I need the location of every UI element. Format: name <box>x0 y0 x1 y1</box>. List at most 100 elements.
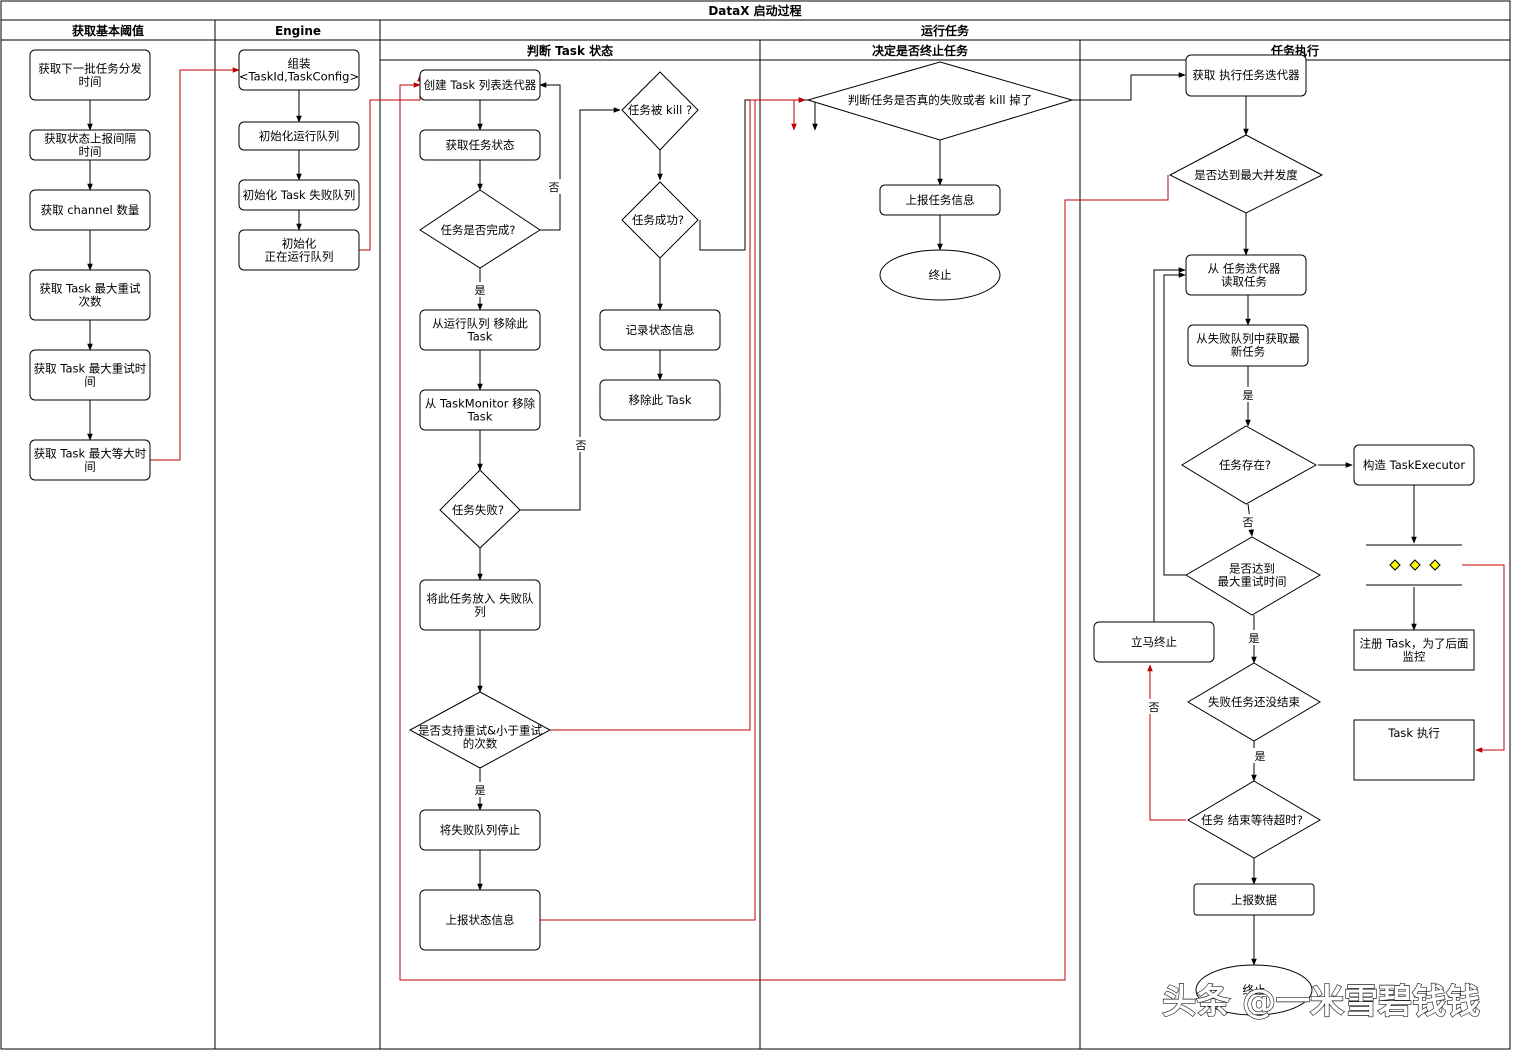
node-t5-label: 获取 Task 最大重试时间 <box>34 361 147 388</box>
connectors <box>87 72 1417 966</box>
node-x12-label: 任务 结束等待超时? <box>1201 813 1303 827</box>
lane-decide-title: 决定是否终止任务 <box>872 43 969 58</box>
lane-threshold-title: 获取基本阈值 <box>71 23 144 38</box>
node-j3-label: 任务是否完成? <box>440 223 515 237</box>
label-no-timeout: 否 <box>1149 701 1160 714</box>
node-e2-label: 初始化运行队列 <box>259 129 340 143</box>
label-yes-retry: 是 <box>475 784 486 797</box>
node-j9-label: 将失败队列停止 <box>440 823 521 837</box>
node-x5 <box>1181 425 1318 505</box>
node-x10-label: 失败任务还没结束 <box>1208 695 1300 709</box>
node-x10 <box>1187 662 1321 742</box>
node-x7 <box>1185 536 1322 616</box>
label-no-failed: 否 <box>576 439 587 452</box>
node-x14 <box>1195 964 1313 1016</box>
node-e3 <box>238 179 360 211</box>
label-no-exists: 否 <box>1243 516 1254 529</box>
node-j3 <box>419 189 541 269</box>
node-j2 <box>419 129 541 161</box>
node-t6-label: 获取 Task 最大等大时间 <box>34 446 147 473</box>
node-j10 <box>419 889 541 951</box>
label-yes-complete: 是 <box>475 284 486 297</box>
node-x14-label: 终止 <box>1243 983 1266 997</box>
node-d3 <box>879 249 1001 301</box>
node-e3-label: 初始化 Task 失败队列 <box>243 188 356 202</box>
node-x8 <box>1353 629 1475 671</box>
node-x4 <box>1187 324 1309 367</box>
node-x5-label: 任务存在? <box>1219 458 1271 472</box>
node-x6 <box>1353 444 1475 486</box>
node-x2-label: 是否达到最大并发度 <box>1194 168 1298 182</box>
label-yes-x7: 是 <box>1249 632 1260 645</box>
node-e4 <box>238 229 360 271</box>
node-d3-label: 终止 <box>929 268 952 282</box>
node-j9 <box>419 809 541 851</box>
node-t3-label: 获取 channel 数量 <box>41 203 140 217</box>
node-j1-label: 创建 Task 列表迭代器 <box>424 78 537 92</box>
node-t4 <box>29 269 151 321</box>
queue-diamond-3 <box>1429 559 1441 571</box>
node-k2 <box>621 181 699 259</box>
node-x2 <box>1168 134 1324 214</box>
node-t1-label: 获取下一批任务分发时间 <box>38 61 142 88</box>
node-e2 <box>238 121 360 151</box>
queue-symbol <box>1366 544 1462 586</box>
pool-title: DataX 启动过程 <box>708 3 801 18</box>
queue-diamond-1 <box>1389 559 1401 571</box>
node-k3-label: 记录状态信息 <box>626 323 695 337</box>
label-yes-x4: 是 <box>1243 389 1254 402</box>
node-x12 <box>1187 780 1321 859</box>
edge-labels: 否 是 否 是 是 否 是 是 否 <box>472 179 1268 797</box>
watermark: 头条 @一米雪碧钱钱 <box>1162 982 1480 1022</box>
node-j2-label: 获取任务状态 <box>446 138 515 152</box>
node-t2 <box>29 129 151 161</box>
node-k4-label: 移除此 Task <box>629 393 692 407</box>
node-e1-label: 组装<TaskId,TaskConfig> <box>239 56 359 83</box>
node-x9-label: 立马终止 <box>1131 635 1177 649</box>
node-t6 <box>29 439 151 481</box>
node-d2 <box>879 184 1001 216</box>
node-x3-label: 从 任务迭代器读取任务 <box>1208 261 1281 288</box>
node-t4-label: 获取 Task 最大重试次数 <box>39 281 141 308</box>
lane-judge-title: 判断 Task 状态 <box>527 43 613 58</box>
node-j4 <box>419 309 541 351</box>
node-k3 <box>599 309 721 351</box>
node-d2-label: 上报任务信息 <box>906 193 975 207</box>
red-connectors <box>150 67 1505 981</box>
label-no-complete: 否 <box>549 181 560 194</box>
node-x1 <box>1185 54 1307 97</box>
node-j7 <box>419 579 541 631</box>
node-x9 <box>1093 621 1215 663</box>
queue-diamond-2 <box>1409 559 1421 571</box>
node-t5 <box>29 349 151 401</box>
node-j10-label: 上报状态信息 <box>446 913 515 927</box>
node-x11-label: Task 执行 <box>1387 726 1439 740</box>
node-j1 <box>419 69 541 101</box>
label-yes-x10: 是 <box>1255 750 1266 763</box>
node-j6-label: 任务失败? <box>452 503 504 517</box>
node-x11 <box>1353 719 1475 781</box>
node-x3 <box>1185 254 1307 296</box>
node-j8-label: 是否支持重试&小于重试的次数 <box>418 723 542 750</box>
node-x7-label: 是否达到最大重试时间 <box>1218 561 1287 588</box>
node-t2-label: 获取状态上报间隔时间 <box>44 131 136 158</box>
node-k4 <box>599 379 721 421</box>
node-j6 <box>439 469 521 549</box>
node-d1 <box>806 61 1074 141</box>
node-j7-label: 将此任务放入 失败队列 <box>426 591 534 618</box>
node-e4-label: 初始化正在运行队列 <box>265 236 334 263</box>
node-k1 <box>621 71 699 151</box>
node-d1-label: 判断任务是否真的失败或者 kill 掉了 <box>848 93 1033 107</box>
node-x13 <box>1193 883 1315 916</box>
node-k1-label: 任务被 kill ? <box>628 103 692 117</box>
lane-run-title: 运行任务 <box>921 23 970 38</box>
node-t1 <box>29 49 151 101</box>
node-x4-label: 从失败队列中获取最新任务 <box>1196 331 1300 358</box>
node-x1-label: 获取 执行任务迭代器 <box>1192 68 1300 82</box>
lane-exec-title: 任务执行 <box>1270 43 1319 58</box>
node-k2-label: 任务成功? <box>632 213 684 227</box>
